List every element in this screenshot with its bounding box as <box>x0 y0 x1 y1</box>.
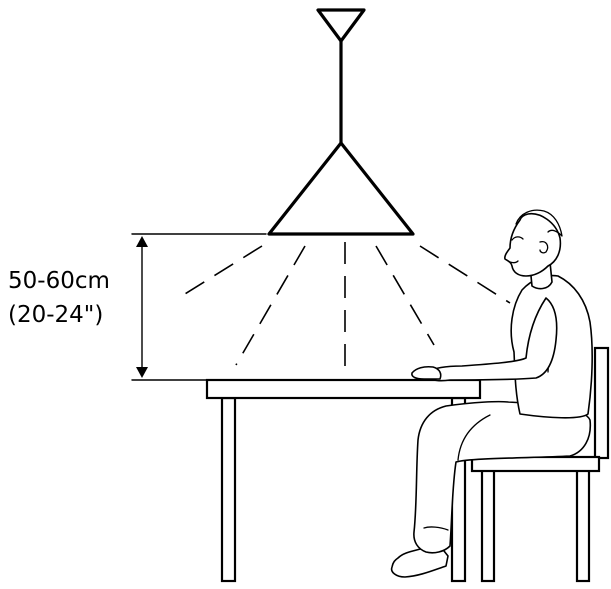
light-beam <box>179 245 263 298</box>
chair-leg-back <box>575 468 591 583</box>
person-hand <box>411 365 442 380</box>
table-leg-left <box>220 396 237 583</box>
person-legs <box>413 400 592 554</box>
ceiling-mount <box>316 8 366 43</box>
light-beam <box>375 245 435 346</box>
person-knee-fold <box>457 414 491 461</box>
person-brow <box>511 236 524 241</box>
measurement-imperial-label: (20-24") <box>8 302 103 328</box>
measurement-metric-label: 50-60cm <box>8 268 110 294</box>
person-cuff-fold <box>423 526 449 531</box>
person-shoe <box>390 545 449 578</box>
arrowhead-up-icon <box>136 236 148 247</box>
chair-back <box>593 346 610 460</box>
seated-person <box>390 209 593 578</box>
person-head <box>504 213 562 277</box>
dimension-guides <box>131 233 267 381</box>
person-mouth <box>509 260 519 264</box>
pendant-lamp-shade <box>267 141 415 236</box>
light-beam <box>235 245 306 366</box>
person-hair <box>515 209 563 237</box>
light-beam <box>419 245 511 304</box>
chair <box>470 346 610 583</box>
person-ear <box>539 240 549 254</box>
light-beams <box>179 242 511 376</box>
chair-leg-front <box>480 468 496 583</box>
table-top <box>205 378 482 400</box>
arrowhead-down-icon <box>136 367 148 378</box>
